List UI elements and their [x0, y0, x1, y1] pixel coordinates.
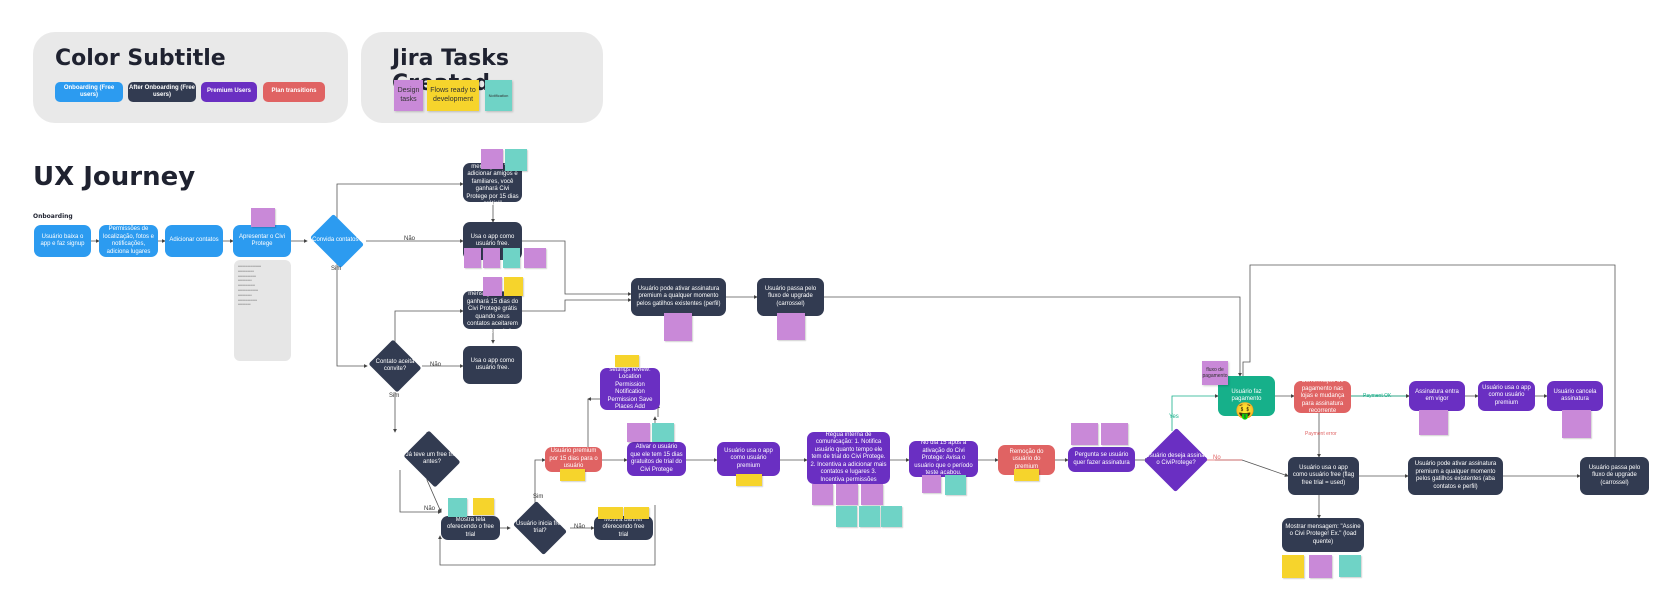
legend-design-tasks: Design tasks	[394, 80, 423, 111]
node-cancel-subscription: Usuário cancela assinatura	[1547, 381, 1603, 411]
legend-notification: Notification	[485, 80, 512, 111]
sticky-note	[473, 498, 494, 515]
sticky-note	[1339, 555, 1361, 577]
sticky-note	[483, 248, 500, 268]
node-activate-trial: Ativar o usuário que ele tem 15 dias gra…	[627, 442, 686, 476]
node-activate-subscription: Usuário pode ativar assinatura premium a…	[631, 278, 726, 316]
decision-had-trial: Já teve um free trial antes?	[401, 430, 463, 488]
sticky-note	[524, 248, 546, 268]
sticky-note	[503, 248, 520, 268]
node-permissions: Permissões de localização, fotos e notif…	[99, 225, 158, 257]
node-settings-review: Civi Protege settings review: Location P…	[600, 359, 660, 418]
node-payment-confirmation: Confirmação do pagamento nas lojas e mud…	[1294, 378, 1351, 414]
sticky-note	[1309, 555, 1332, 578]
journey-title: UX Journey	[33, 162, 196, 192]
node-free-user-2: Usa o app como usuário free.	[463, 346, 522, 384]
node-ask-subscribe: Pergunta se usuário quer fazer assinatur…	[1068, 447, 1135, 472]
decision-contact-accept: Contato aceita convite?	[367, 339, 423, 393]
onboarding-notes: ••••••••••••••••••••••••••••••••••••••••…	[234, 260, 291, 361]
node-payment: Usuário faz pagamento	[1218, 376, 1275, 416]
sticky-note	[251, 208, 275, 227]
node-upgrade-flow-2: Usuário passa pelo fluxo de upgrade (car…	[1580, 457, 1649, 495]
sticky-note	[836, 506, 857, 527]
legend-flows-ready: Flows ready to development	[427, 80, 479, 111]
sticky-note	[664, 313, 692, 341]
sticky-note	[598, 507, 623, 519]
sticky-note	[1282, 555, 1304, 578]
sticky-note	[448, 498, 467, 517]
sticky-note	[481, 149, 503, 169]
sticky-note	[1419, 410, 1448, 435]
node-communication-rule: Régua interna de comunicação: 1. Notific…	[807, 432, 890, 484]
sticky-note	[861, 484, 883, 505]
sticky-note	[945, 475, 966, 495]
node-day-15: No dia 15 após a ativação do Civi Proteg…	[909, 440, 978, 477]
edge-nao-2: Não	[430, 362, 442, 368]
sticky-note	[812, 484, 833, 505]
edge-payment-error: Payment error	[1305, 431, 1337, 437]
sticky-note	[505, 149, 527, 171]
sticky-note	[736, 474, 762, 486]
node-free-flag-used: Usuário usa o app como usuário free (fla…	[1288, 457, 1359, 495]
edge-nao-3: Não	[424, 506, 436, 512]
decision-start-trial: Usuário inicia free trial?	[510, 501, 570, 555]
sticky-note	[777, 313, 805, 340]
legend-premium: Premium Users	[201, 82, 257, 102]
edge-sim-2: Sim	[389, 393, 400, 399]
node-present-civi: Apresentar o Civi Protege	[233, 225, 291, 257]
sticky-note	[1014, 469, 1039, 481]
node-activate-subscription-2: Usuário pode ativar assinatura premium a…	[1408, 457, 1503, 495]
sticky-note	[624, 507, 649, 519]
node-subscription-active: Assinatura entra em vigor	[1409, 381, 1465, 411]
node-message-subscribe: Mostrar mensagem: "Assine o Civi Protege…	[1282, 518, 1364, 552]
sticky-note	[560, 469, 585, 481]
sticky-note	[1562, 410, 1591, 438]
decision-invite: Convida contatos?	[307, 214, 367, 268]
sticky-note	[504, 277, 523, 296]
sticky-note	[922, 475, 941, 493]
node-message-15-days: Mostrar mensagem: "Você ganhará 15 dias …	[463, 284, 522, 335]
edge-nao-4: Não	[574, 524, 586, 530]
sticky-note	[464, 248, 481, 268]
sticky-note	[627, 423, 650, 442]
edge-nao-1: Não	[404, 236, 416, 242]
node-premium-15-days: Usuário premium por 15 dias para o usuár…	[545, 447, 602, 472]
legend-after-onboarding: After Onboarding (Free users)	[128, 82, 196, 102]
sticky-note	[1071, 423, 1098, 445]
edge-payment-ok: Payment OK	[1363, 393, 1392, 399]
edge-no: No	[1213, 455, 1221, 461]
node-add-contacts: Adicionar contatos	[165, 225, 223, 257]
edge-sim-1: Sim	[331, 266, 342, 272]
jira-legend-panel: Jira Tasks Created Design tasks Flows re…	[361, 32, 603, 123]
sticky-note	[859, 506, 880, 527]
color-legend-panel: Color Subtitle Onboarding (Free users) A…	[33, 32, 348, 123]
money-face-icon: 🤑	[1235, 403, 1255, 420]
sticky-note	[615, 355, 639, 367]
edge-sim-3: Sim	[533, 494, 544, 500]
sticky-note	[881, 506, 902, 527]
section-onboarding: Onboarding	[33, 213, 73, 220]
sticky-note	[483, 277, 502, 296]
legend-plan-transitions: Plan transitions	[263, 82, 325, 102]
edge-yes: Yes	[1169, 414, 1179, 420]
sticky-payment-flow: fluxo de pagamento	[1202, 361, 1228, 385]
node-use-premium: Usuário usa o app como usuário premium	[1478, 381, 1535, 411]
color-legend-title: Color Subtitle	[55, 46, 226, 71]
sticky-note	[836, 484, 858, 505]
node-trial-offer-screen: Mostra tela oferecendo o free trial	[441, 516, 500, 540]
node-premium-app: Usuário usa o app como usuário premium	[717, 442, 780, 476]
sticky-note	[1101, 423, 1128, 445]
legend-onboarding: Onboarding (Free users)	[55, 82, 123, 102]
node-upgrade-flow: Usuário passa pelo fluxo de upgrade (car…	[757, 278, 824, 316]
decision-wants-subscribe: Usuário deseja assinar o CiviProtege?	[1143, 427, 1209, 493]
node-trial-banner: Mostra banner oferecendo free trial	[594, 516, 653, 540]
node-signup: Usuário baixa o app e faz signup	[34, 225, 91, 257]
sticky-note	[652, 423, 674, 442]
